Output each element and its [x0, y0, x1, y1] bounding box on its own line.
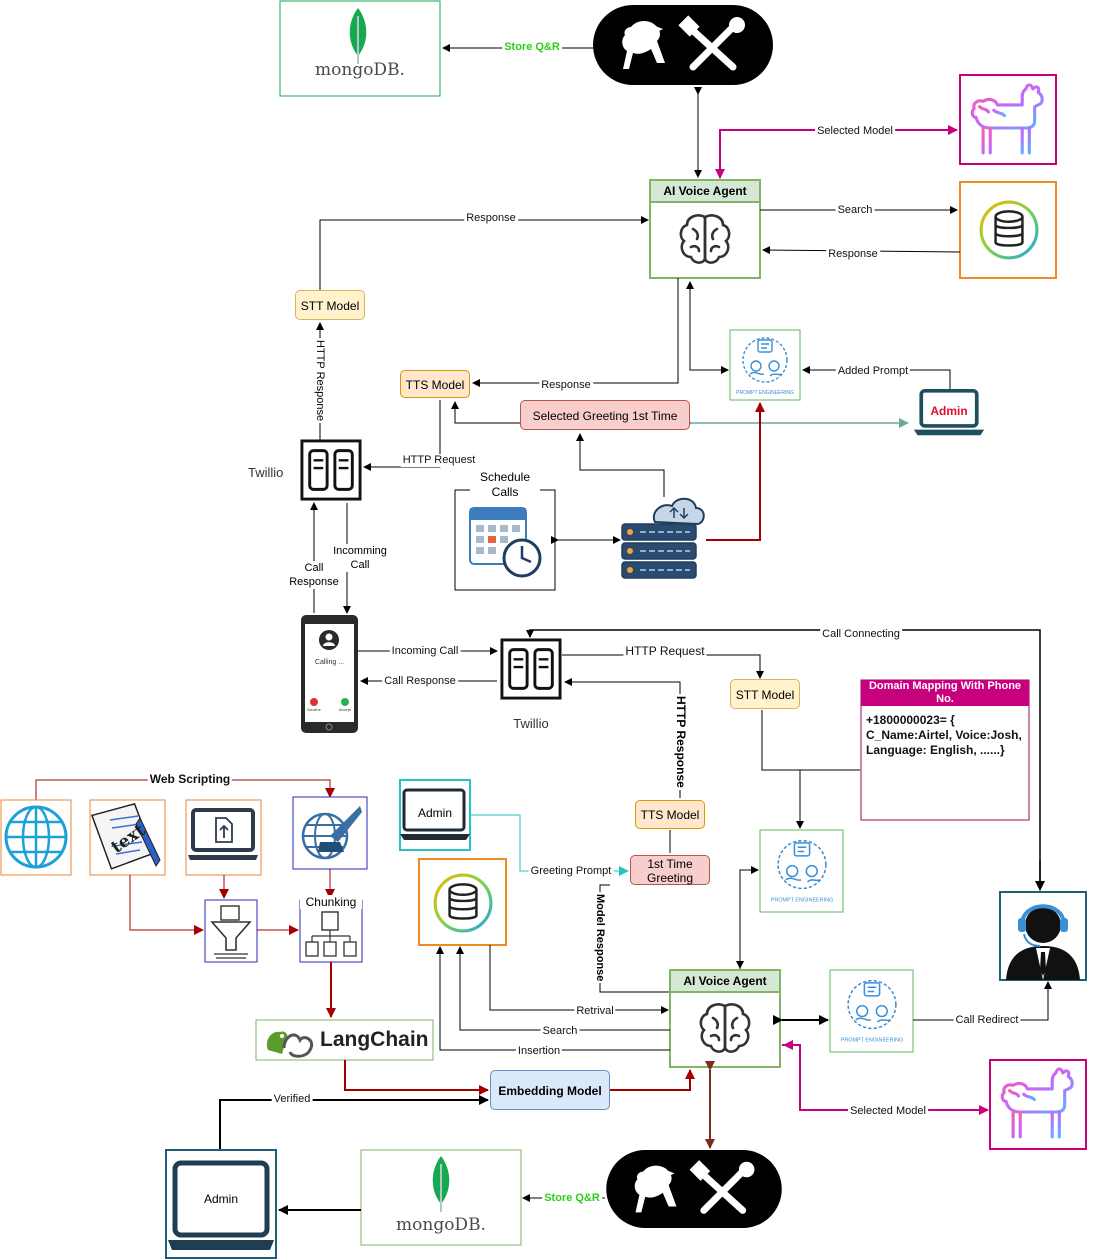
store-qr-label-top: Store Q&R	[502, 41, 562, 54]
prompt-engineering-mid	[759, 829, 844, 913]
verified-label: Verified	[271, 1093, 313, 1106]
domain-mapping-line-2: C_Name:Airtel, Voice:Josh,	[866, 728, 1022, 742]
upload-laptop-icon	[185, 799, 262, 876]
response-label-right: Response	[826, 248, 880, 261]
http-request-label-mid: HTTP Request	[623, 644, 707, 658]
selected-model-label-top: Selected Model	[815, 125, 895, 138]
added-prompt-label: Added Prompt	[835, 365, 911, 378]
admin-label-top: Admin	[930, 404, 968, 418]
mongodb-text-top: mongoDB.	[315, 60, 405, 80]
selected-model-label-bottom: Selected Model	[848, 1105, 928, 1118]
admin-laptop-mid	[399, 779, 471, 851]
mongodb-bottom-node	[360, 1149, 522, 1246]
twilio-icon	[300, 439, 362, 501]
admin-label-mid: Admin	[417, 806, 452, 820]
web-scrape-icon	[292, 796, 368, 870]
ai-voice-agent-title-bottom: AI Voice Agent	[683, 974, 767, 988]
langchain-logo-icon	[255, 1019, 434, 1061]
stt-model-top: STT Model	[295, 290, 365, 320]
http-response-label-mid: HTTP Response	[674, 694, 688, 790]
langchain-text: LangChain	[320, 1028, 429, 1051]
incoming-call-label: Incoming Call	[389, 645, 461, 658]
twillio-label-mid: Twillio	[513, 716, 549, 731]
admin-laptop-bottom	[165, 1149, 277, 1259]
chunking-label: Chunking	[300, 895, 362, 909]
call-response-label-mid: Call Response	[382, 675, 458, 688]
prompt-engineering-bottom	[829, 969, 914, 1053]
prompt-engineering-top	[729, 329, 801, 401]
http-request-label-top: HTTP Request	[400, 454, 478, 467]
embedding-model-box: Embedding Model	[490, 1070, 610, 1110]
phone-accept-text: Accept	[338, 707, 352, 712]
filter-icon	[204, 899, 258, 963]
search-label-bottom: Search	[540, 1025, 580, 1038]
phone-decline-text: Decline	[307, 707, 321, 712]
llama-bottom-node	[989, 1059, 1087, 1150]
domain-mapping-node	[860, 679, 1030, 821]
domain-mapping-line-3: Language: English, ......}	[866, 743, 1005, 757]
mongodb-text-bottom: mongoDB.	[396, 1215, 486, 1235]
tts-model-top: TTS Model	[400, 370, 470, 398]
web-scripting-label: Web Scripting	[147, 772, 233, 786]
mongodb-top-node	[279, 0, 441, 97]
response-label-top: Response	[464, 212, 518, 225]
admin-label-bottom: Admin	[203, 1192, 238, 1206]
parrot-tools-icon	[606, 1150, 782, 1228]
database-top-node	[959, 181, 1057, 279]
stt-model-mid: STT Model	[730, 679, 800, 709]
twilio-icon	[500, 638, 562, 700]
domain-mapping-title: Domain Mapping With Phone No.	[868, 680, 1022, 705]
domain-mapping-line-1: +1800000023= {	[866, 713, 955, 727]
retrival-label: Retrival	[574, 1005, 616, 1018]
call-connecting-label: Call Connecting	[820, 628, 902, 641]
support-agent-icon	[999, 891, 1087, 981]
database-bottom-node	[418, 858, 507, 946]
search-label-top: Search	[835, 204, 875, 217]
cloud-server-icon	[621, 497, 705, 579]
schedule-calls-label: Schedule Calls	[470, 470, 540, 500]
call-redirect-label: Call Redirect	[953, 1014, 1021, 1027]
tts-model-bottom: TTS Model	[635, 800, 705, 829]
llama-top-node	[959, 74, 1057, 165]
response-label-tts: Response	[539, 379, 593, 392]
parrot-tools-icon	[593, 5, 773, 85]
chunk-tree-icon	[299, 899, 363, 963]
text-document-icon	[89, 799, 166, 876]
incomming-call-label: Incomming Call	[328, 544, 392, 572]
model-response-label: Model Response	[594, 892, 606, 984]
http-response-label-top: HTTP Response	[314, 338, 326, 424]
twillio-label-top: Twillio	[248, 465, 284, 480]
schedule-calls-node	[454, 489, 556, 591]
globe-icon	[0, 799, 72, 876]
insertion-label: Insertion	[515, 1045, 563, 1058]
ai-voice-agent-title-top: AI Voice Agent	[663, 184, 747, 198]
greeting-prompt-label: Greeting Prompt	[528, 865, 614, 878]
store-qr-label-bottom: Store Q&R	[542, 1192, 602, 1205]
phone-calling-text: Calling ...	[314, 659, 345, 666]
phone-icon	[301, 615, 358, 733]
ai-voice-agent-bottom	[669, 969, 781, 1068]
ai-voice-agent-top	[649, 179, 761, 279]
first-time-greeting-box: 1st Time Greeting	[630, 855, 710, 885]
selected-greeting-box: Selected Greeting 1st Time	[520, 400, 690, 430]
